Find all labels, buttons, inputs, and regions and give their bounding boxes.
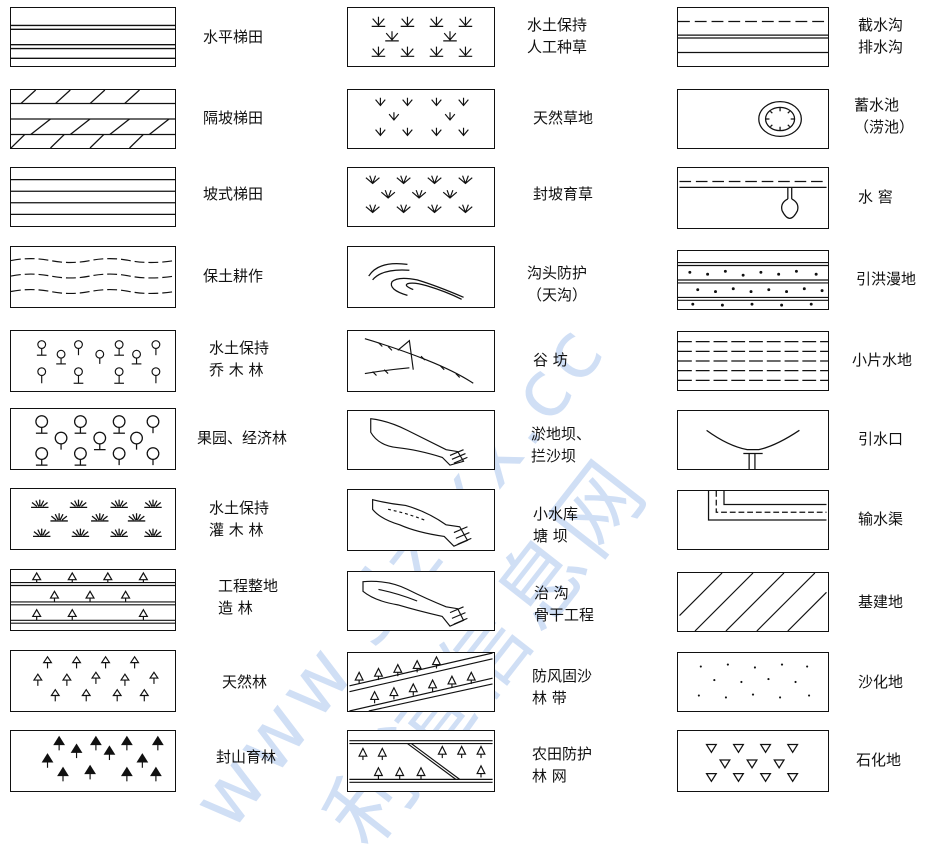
symbol-water-intake bbox=[677, 410, 829, 470]
label-desertified-land: 沙化地 bbox=[858, 673, 904, 691]
label-farmland-shelter-net: 农田防护林 网 bbox=[532, 745, 593, 785]
symbol-check-dam-gully bbox=[347, 330, 495, 392]
label-windbreak-sand-belt: 防风固沙林 带 bbox=[532, 667, 593, 707]
symbol-slope-closure-grass bbox=[347, 167, 495, 227]
label-conveyance-canal: 输水渠 bbox=[858, 510, 904, 528]
label-check-dam-gully: 谷 坊 bbox=[533, 351, 568, 369]
symbol-water-cellar bbox=[677, 167, 829, 229]
label-slope-closure-grass: 封坡育草 bbox=[533, 185, 594, 203]
label-silt-dam: 淤地坝、拦沙坝 bbox=[531, 425, 592, 465]
symbol-backbone-gully-project bbox=[347, 571, 495, 631]
label-conservation-tillage: 保土耕作 bbox=[203, 267, 264, 285]
label-sloping-terrace: 坡式梯田 bbox=[203, 185, 264, 203]
label-arbor-forest: 水土保持乔 木 林 bbox=[209, 339, 270, 379]
label-mountain-closure-forest: 封山育林 bbox=[216, 748, 277, 766]
label-gully-head-protection: 沟头防护（天沟） bbox=[527, 264, 588, 304]
symbol-flood-diversion-land bbox=[677, 250, 829, 310]
symbol-shrub-forest bbox=[10, 488, 176, 550]
label-intercept-drain-ditch: 截水沟排水沟 bbox=[858, 16, 904, 56]
label-rocky-land: 石化地 bbox=[856, 751, 902, 769]
label-natural-grassland: 天然草地 bbox=[533, 109, 594, 127]
symbol-small-irrigated-plot bbox=[677, 331, 829, 391]
symbol-natural-forest bbox=[10, 650, 176, 712]
symbol-arbor-forest bbox=[10, 330, 176, 392]
label-interval-slope-terrace: 隔坡梯田 bbox=[203, 109, 264, 127]
label-construction-land: 基建地 bbox=[858, 593, 904, 611]
label-flood-diversion-land: 引洪漫地 bbox=[856, 270, 917, 288]
label-natural-forest: 天然林 bbox=[222, 673, 268, 691]
symbol-engineered-afforestation bbox=[10, 569, 176, 631]
symbol-interval-slope-terrace bbox=[10, 89, 176, 149]
symbol-sloping-terrace bbox=[10, 167, 176, 227]
symbol-orchard bbox=[10, 408, 176, 470]
symbol-rocky-land bbox=[677, 730, 829, 792]
symbol-conservation-tillage bbox=[10, 246, 176, 308]
symbol-desertified-land bbox=[677, 652, 829, 712]
symbol-level-terrace bbox=[10, 7, 176, 67]
label-artificial-grass: 水土保持人工种草 bbox=[527, 16, 588, 56]
symbol-silt-dam bbox=[347, 410, 495, 470]
label-orchard: 果园、经济林 bbox=[197, 429, 288, 447]
label-small-irrigated-plot: 小片水地 bbox=[852, 351, 913, 369]
label-water-cellar: 水 窖 bbox=[858, 188, 893, 206]
label-shrub-forest: 水土保持灌 木 林 bbox=[209, 499, 270, 539]
symbol-gully-head-protection bbox=[347, 246, 495, 308]
symbol-intercept-drain-ditch bbox=[677, 7, 829, 67]
symbol-construction-land bbox=[677, 572, 829, 632]
symbol-storage-pond bbox=[677, 89, 829, 149]
label-engineered-afforestation: 工程整地造 林 bbox=[218, 577, 279, 617]
symbol-conveyance-canal bbox=[677, 490, 829, 550]
label-water-intake: 引水口 bbox=[858, 430, 904, 448]
label-backbone-gully-project: 治 沟骨干工程 bbox=[534, 584, 595, 624]
symbol-mountain-closure-forest bbox=[10, 730, 176, 792]
label-storage-pond: 蓄水池（涝池） bbox=[854, 96, 915, 136]
symbol-natural-grassland bbox=[347, 89, 495, 149]
symbol-farmland-shelter-net bbox=[347, 730, 495, 792]
symbol-artificial-grass bbox=[347, 7, 495, 67]
symbol-small-reservoir bbox=[347, 489, 495, 551]
label-level-terrace: 水平梯田 bbox=[203, 28, 264, 46]
label-small-reservoir: 小水库塘 坝 bbox=[533, 505, 579, 545]
symbol-windbreak-sand-belt bbox=[347, 652, 495, 712]
